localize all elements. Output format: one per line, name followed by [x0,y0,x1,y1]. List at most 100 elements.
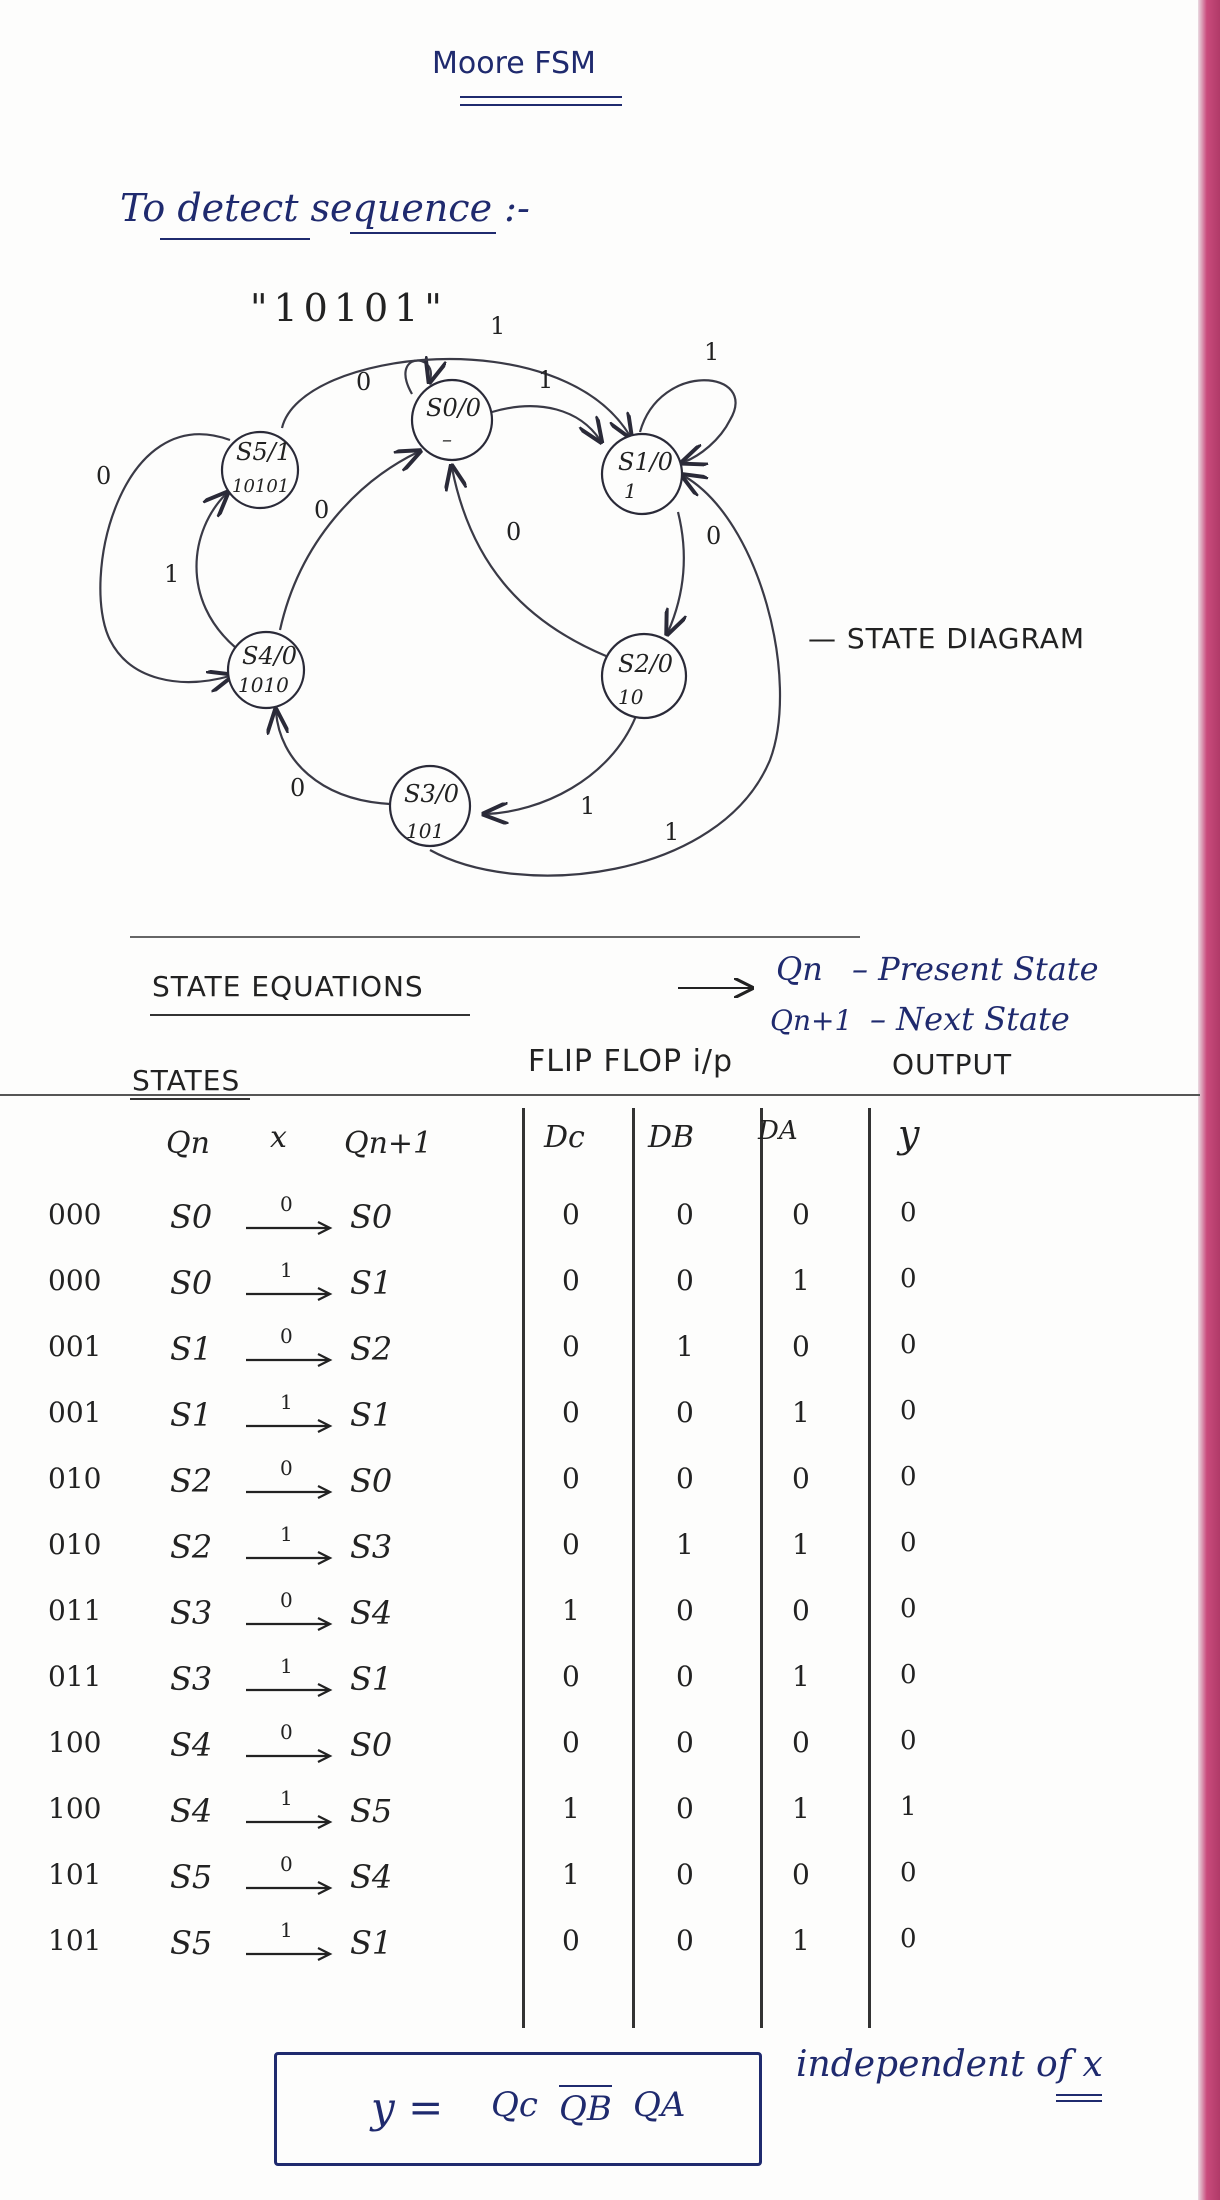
edge-label: 0 [96,462,111,490]
edge-s1-self [638,379,737,462]
edge-s5-s4 [99,433,230,682]
cell-db: 0 [676,1264,694,1297]
edge-s4-s5 [195,494,237,649]
edge-s2-s3 [486,715,638,814]
state-s2-label: S2/0 [618,650,673,678]
col-header-dc: Dc [544,1120,585,1155]
transition-arrow: 1 [244,1784,334,1850]
cell-da: 1 [792,1528,810,1561]
col-divider [760,1108,763,2028]
cell-code: 001 [48,1396,102,1429]
cell-present-state: S4 [170,1726,213,1764]
cell-present-state: S1 [170,1330,213,1368]
edge-label: 0 [706,522,721,550]
edge-label: 1 [580,792,595,820]
cell-code: 101 [48,1858,102,1891]
transition-arrow: 1 [244,1916,334,1982]
transition-arrow: 1 [244,1256,334,1322]
cell-da: 0 [792,1198,810,1231]
equation-term-a: QA [633,2085,686,2125]
cell-next-state: S2 [350,1330,393,1368]
col-header-y: y [898,1112,920,1156]
state-s3-sub: 101 [406,819,444,843]
edge-label: 1 [164,560,179,588]
cell-da: 1 [792,1660,810,1693]
cell-db: 0 [676,1198,694,1231]
cell-y: 1 [900,1792,917,1822]
state-s5-sub: 10101 [232,476,289,497]
arrow-icon [246,1815,333,1829]
cell-present-state: S0 [170,1264,213,1302]
transition-arrow: 1 [244,1520,334,1586]
state-s4-circle [226,630,306,710]
transition-arrow: 0 [244,1718,334,1784]
cell-code: 100 [48,1726,102,1759]
table-rule [0,1094,1200,1096]
cell-db: 1 [676,1330,694,1363]
cell-y: 0 [900,1660,917,1690]
cell-da: 0 [792,1726,810,1759]
edge-s3-s1 [429,476,782,877]
state-s5-label: S5/1 [236,438,291,466]
sequence-text: "10101" [250,286,448,330]
arrow-icon [246,1881,333,1895]
cell-code: 100 [48,1792,102,1825]
cell-code: 000 [48,1198,102,1231]
transition-arrow: 0 [244,1586,334,1652]
cell-da: 1 [792,1396,810,1429]
edge-label: 0 [506,518,521,546]
cell-dc: 0 [562,1726,580,1759]
transition-arrow: 0 [244,1190,334,1256]
transition-arrow: 1 [244,1652,334,1718]
cell-code: 101 [48,1924,102,1957]
cell-y: 0 [900,1528,917,1558]
cell-y: 0 [900,1396,917,1426]
equation-box: y = Qc QB QA [274,2052,762,2166]
cell-y: 0 [900,1726,917,1756]
cell-dc: 0 [562,1528,580,1561]
col-header-x: x [270,1120,287,1155]
cell-next-state: S5 [350,1792,393,1830]
state-s0-label: S0/0 [426,394,481,422]
cell-y: 0 [900,1594,917,1624]
cell-db: 0 [676,1858,694,1891]
arrow-icon [246,1221,333,1235]
arrow-icon [246,1617,333,1631]
cell-dc: 1 [562,1858,580,1891]
state-s1-sub: 1 [624,479,637,503]
arrow-icon [246,1749,333,1763]
cell-da: 0 [792,1858,810,1891]
note-underline-1 [1056,2094,1102,2096]
state-s2-sub: 10 [618,685,644,709]
cell-y: 0 [900,1198,917,1228]
cell-present-state: S1 [170,1396,213,1434]
legend-arrow-icon [678,976,756,1002]
background-edge [1198,0,1220,2200]
cell-db: 0 [676,1660,694,1693]
cell-input-x: 0 [280,1456,293,1480]
cell-present-state: S2 [170,1528,213,1566]
page-title: Moore FSM [432,46,596,81]
col-header-da: DA [758,1116,798,1146]
edge-label: 1 [664,818,679,846]
cell-input-x: 1 [280,1258,293,1282]
state-s0-circle [410,378,494,462]
edge-s2-s0 [452,468,607,658]
intro-underline-2 [350,232,496,234]
col-header-db: DB [648,1120,695,1155]
cell-code: 011 [48,1660,102,1693]
cell-y: 0 [900,1264,917,1294]
state-diagram: S0/0 – S1/0 1 S2/0 10 S3/0 101 S4/0 1010… [96,312,782,877]
intro-underline-1 [160,238,310,240]
state-s2-circle [600,632,688,720]
state-s5-circle [220,430,300,510]
cell-db: 1 [676,1528,694,1561]
cell-da: 1 [792,1924,810,1957]
